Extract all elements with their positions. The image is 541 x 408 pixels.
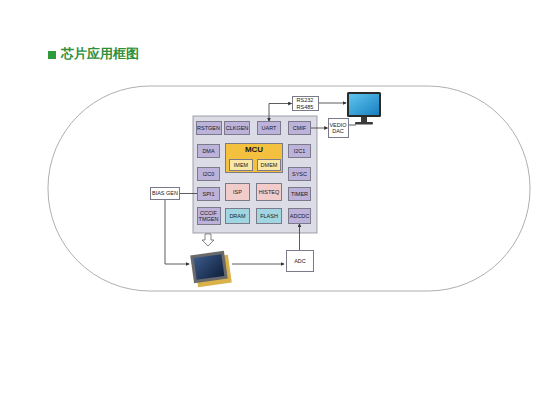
connector [299,224,300,250]
box-label: CMIF [293,125,306,131]
box-label: DMA [202,148,214,154]
monitor-icon [347,92,381,125]
module-box: HISTEQ [256,183,282,201]
connector [180,193,197,194]
image-sensor [190,251,232,287]
box-label: DMEM [261,162,278,168]
box-label: HISTEQ [259,189,279,195]
box-label: RS232 RS485 [293,97,318,109]
memory-box: DMEM [257,159,281,171]
module-box: RSTGEN [196,121,222,135]
connector [311,128,328,129]
box-label: IMEM [234,162,248,168]
box-label: I2C0 [203,171,215,177]
box-label: RSTGEN [197,125,220,131]
box-label: BIAS GEN [152,190,178,196]
external-box: RS232 RS485 [292,96,319,111]
memory-box: IMEM [229,159,253,171]
module-box: ISP [225,183,250,201]
memory-box: FLASH [256,208,282,224]
title-square [48,51,56,59]
module-box: CMIF [288,121,311,135]
module-box: I2C1 [288,144,311,158]
box-label: FLASH [260,213,278,219]
box-label: VEDIO DAC [329,122,348,134]
cpu-box: MCU IMEM DMEM [225,143,283,173]
box-label: CLKGEN [226,125,249,131]
external-box: BIAS GEN [150,187,180,200]
module-box: I2C0 [197,167,220,181]
title: 芯片应用框图 [61,45,139,63]
module-box: UART [257,121,281,135]
box-label: MCU [245,146,263,155]
box-label: TIMER [291,191,308,197]
module-box: CLKGEN [224,121,250,135]
hollow-arrow [202,234,214,246]
box-label: SPI1 [203,191,215,197]
module-box: DMA [197,144,220,158]
module-box: ADCDC [288,208,311,224]
system-outline [48,86,530,291]
box-label: SYSC [292,171,307,177]
memory-box: DRAM [225,208,250,224]
box-label: ADCDC [290,213,310,219]
external-box: VEDIO DAC [328,118,349,138]
connector [269,104,292,122]
external-box: ADC [286,250,314,272]
module-box: SPI1 [197,187,220,201]
box-label: CCCIF TMGEN [198,210,220,222]
box-label: UART [262,125,277,131]
box-label: ADC [294,258,306,264]
box-label: I2C1 [294,148,306,154]
wires [165,103,356,264]
box-label: ISP [233,189,242,195]
module-box: TIMER [288,187,311,201]
box-label: DRAM [229,213,245,219]
module-box: CCCIF TMGEN [197,207,221,225]
module-box: SYSC [288,167,311,181]
chip-body [193,116,317,233]
